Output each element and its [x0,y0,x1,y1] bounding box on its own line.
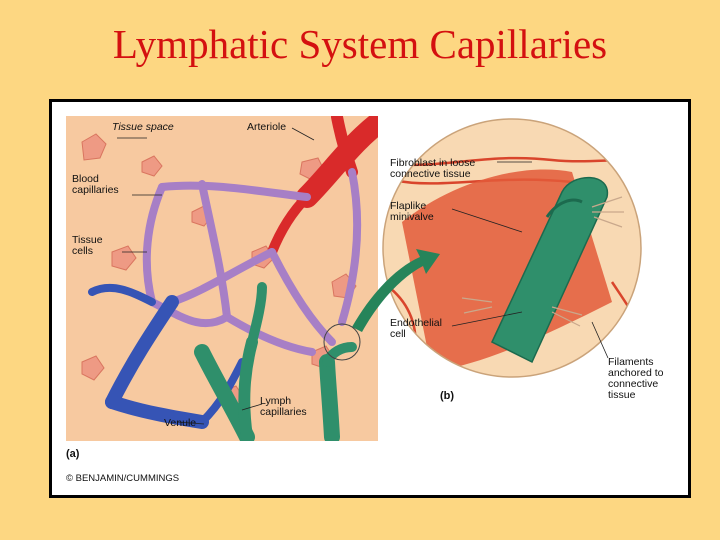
panel-b-illustration [383,119,641,377]
label-lymph-capillaries-2: capillaries [260,406,307,418]
lymphatic-illustration [66,116,642,441]
label-endothelial-1: Endothelial [390,317,442,329]
label-tissue-cells-2: cells [72,245,94,257]
flaplike-minivalve [545,198,583,218]
label-filaments-3: connective [608,378,659,390]
label-flaplike-1: Flaplike [390,200,427,212]
label-filaments-1: Filaments [608,356,654,368]
label-tissue-space: Tissue space [112,121,174,133]
label-panel-a: (a) [66,448,80,460]
label-flaplike-2: minivalve [390,211,434,223]
label-lymph-capillaries-1: Lymph [260,395,292,407]
slide-title: Lymphatic System Capillaries [112,21,608,67]
label-filaments-2: anchored to [608,367,664,379]
lymph-capillary-tube [491,176,608,364]
magnified-circle-outline [382,118,642,378]
copyright-notice: © BENJAMIN/CUMMINGS [66,473,180,484]
label-venule: Venule [164,417,197,429]
label-blood-capillaries-2: capillaries [72,184,119,196]
figure-frame: Tissue space Arteriole Blood capillaries… [49,99,691,498]
vein-vessels [88,283,246,429]
label-fibroblast-2: connective tissue [390,168,471,180]
leader-lines [117,127,609,425]
label-blood-capillaries-1: Blood [72,173,99,185]
label-arteriole: Arteriole [247,121,287,133]
magnify-arrow [352,249,440,332]
label-filaments-4: tissue [608,389,636,401]
lymph-capillaries [194,282,357,441]
label-fibroblast-1: Fibroblast in loose [390,157,476,169]
label-panel-b: (b) [440,390,455,402]
label-tissue-cells-1: Tissue [72,234,103,246]
zoom-source-circle [323,323,361,361]
label-endothelial-2: cell [390,328,406,340]
panel-a-illustration [66,116,378,441]
anchoring-filaments [461,196,624,327]
